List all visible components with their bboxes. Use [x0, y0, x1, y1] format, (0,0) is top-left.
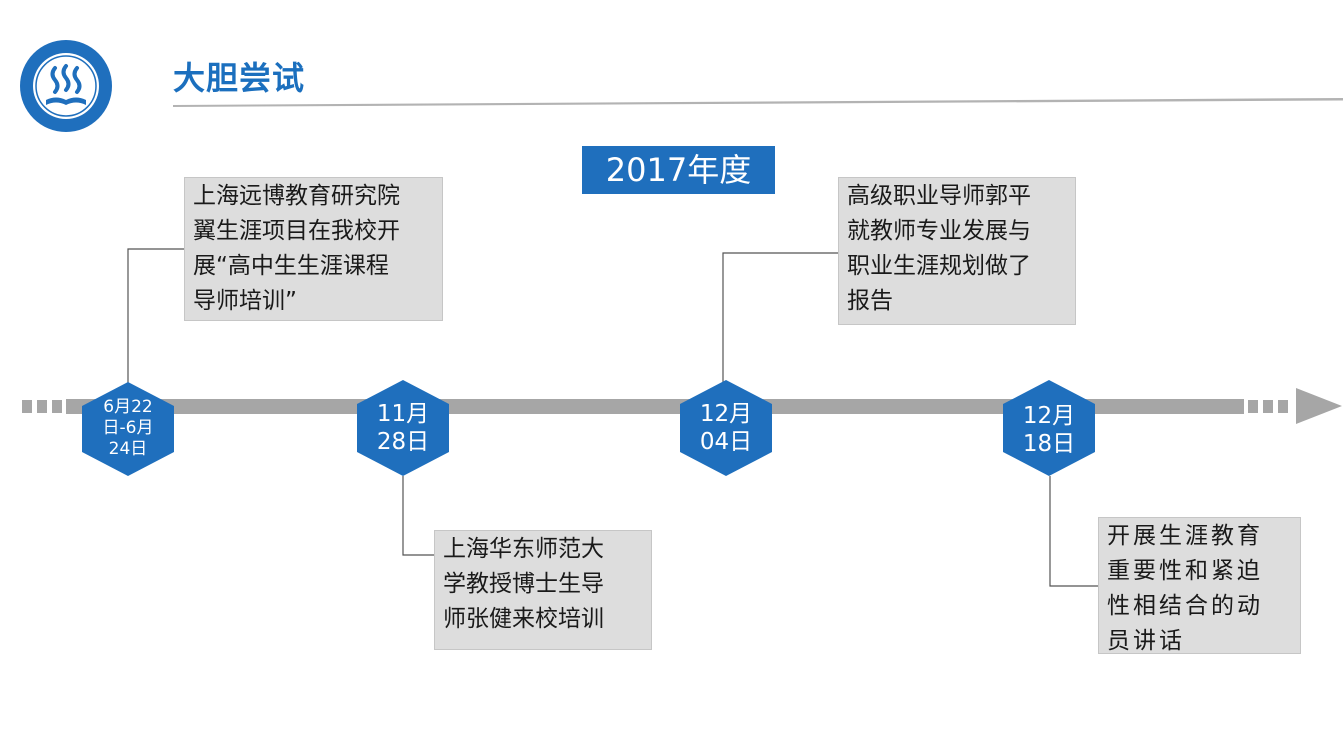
- event-text-line: 学教授博士生导: [443, 571, 604, 597]
- date-label-1: 6月22 日-6月 24日: [82, 388, 174, 468]
- event-text-line: 就教师专业发展与: [847, 218, 1031, 244]
- event-text-line: 上海远博教育研究院: [193, 183, 400, 209]
- date-line: 24日: [108, 438, 148, 459]
- event-text-line: 职业生涯规划做了: [847, 253, 1031, 279]
- date-marker-4: [1003, 380, 1095, 476]
- event-text-line: 上海华东师范大: [443, 536, 604, 562]
- date-line: 6月22: [103, 396, 153, 417]
- connector-3: [722, 252, 840, 383]
- event-text-line: 员讲话: [1107, 628, 1185, 654]
- event-text-line: 导师培训”: [193, 288, 297, 314]
- year-badge: 2017年度: [582, 146, 775, 194]
- event-text-line: 师张健来校培训: [443, 606, 604, 632]
- date-line: 11月: [376, 401, 430, 427]
- event-text-line: 展“高中生生涯课程: [193, 253, 389, 279]
- date-marker-3: [680, 380, 772, 476]
- connector-1: [127, 248, 186, 385]
- event-text-line: 报告: [847, 288, 893, 314]
- event-text-line: 性相结合的动: [1107, 593, 1263, 619]
- event-box-4: 开展生涯教育 重要性和紧迫 性相结合的动 员讲话: [1098, 517, 1301, 654]
- page-title: 大胆尝试: [173, 59, 306, 97]
- date-label-2: 11月 28日: [357, 386, 449, 470]
- axis-dash-left-3: [52, 400, 62, 413]
- event-box-1: 上海远博教育研究院 翼生涯项目在我校开 展“高中生生涯课程 导师培训”: [184, 177, 443, 321]
- event-text-line: 重要性和紧迫: [1107, 558, 1263, 584]
- date-line: 12月: [1022, 403, 1076, 429]
- axis-dash-right-2: [1263, 400, 1273, 413]
- title-divider: [173, 98, 1343, 107]
- school-logo-icon: [20, 40, 112, 132]
- date-marker-2: [357, 380, 449, 476]
- date-line: 28日: [376, 429, 430, 455]
- axis-dash-left-1: [22, 400, 32, 413]
- event-text-line: 开展生涯教育: [1107, 523, 1263, 549]
- axis-arrowhead: [1296, 388, 1342, 424]
- date-line: 日-6月: [102, 417, 154, 438]
- date-line: 18日: [1022, 431, 1076, 457]
- event-box-2: 上海华东师范大 学教授博士生导 师张健来校培训: [434, 530, 652, 650]
- date-marker-1: [82, 382, 174, 476]
- date-label-3: 12月 04日: [680, 386, 772, 470]
- connector-4: [1049, 476, 1100, 587]
- event-text-line: 高级职业导师郭平: [847, 183, 1031, 209]
- date-label-4: 12月 18日: [1003, 388, 1095, 472]
- date-line: 04日: [699, 429, 753, 455]
- event-box-3: 高级职业导师郭平 就教师专业发展与 职业生涯规划做了 报告: [838, 177, 1076, 325]
- date-line: 12月: [699, 401, 753, 427]
- axis-dash-right-1: [1248, 400, 1258, 413]
- event-text-line: 翼生涯项目在我校开: [193, 218, 400, 244]
- axis-dash-left-2: [37, 400, 47, 413]
- axis-dash-right-3: [1278, 400, 1288, 413]
- connector-2: [402, 476, 436, 556]
